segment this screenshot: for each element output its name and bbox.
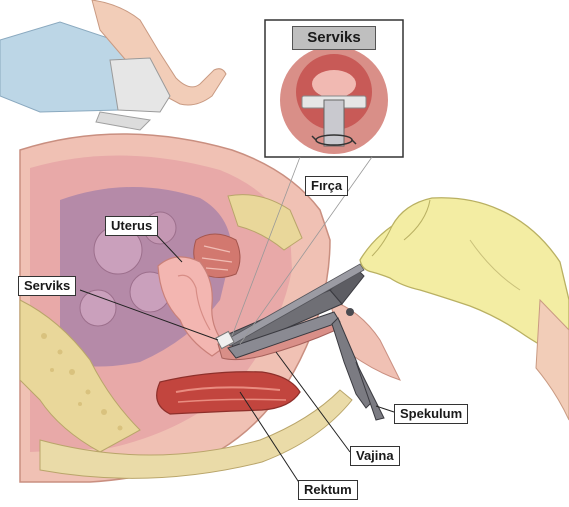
gloved-hand bbox=[360, 198, 569, 420]
label-brush: Fırça bbox=[305, 176, 348, 196]
patient-position-thumbnail bbox=[0, 0, 226, 130]
label-rectum: Rektum bbox=[298, 480, 358, 500]
label-uterus: Uterus bbox=[105, 216, 158, 236]
label-vagina: Vajina bbox=[350, 446, 400, 466]
label-speculum: Spekulum bbox=[394, 404, 468, 424]
label-cervix: Serviks bbox=[18, 276, 76, 296]
inset-title: Serviks bbox=[292, 26, 376, 50]
